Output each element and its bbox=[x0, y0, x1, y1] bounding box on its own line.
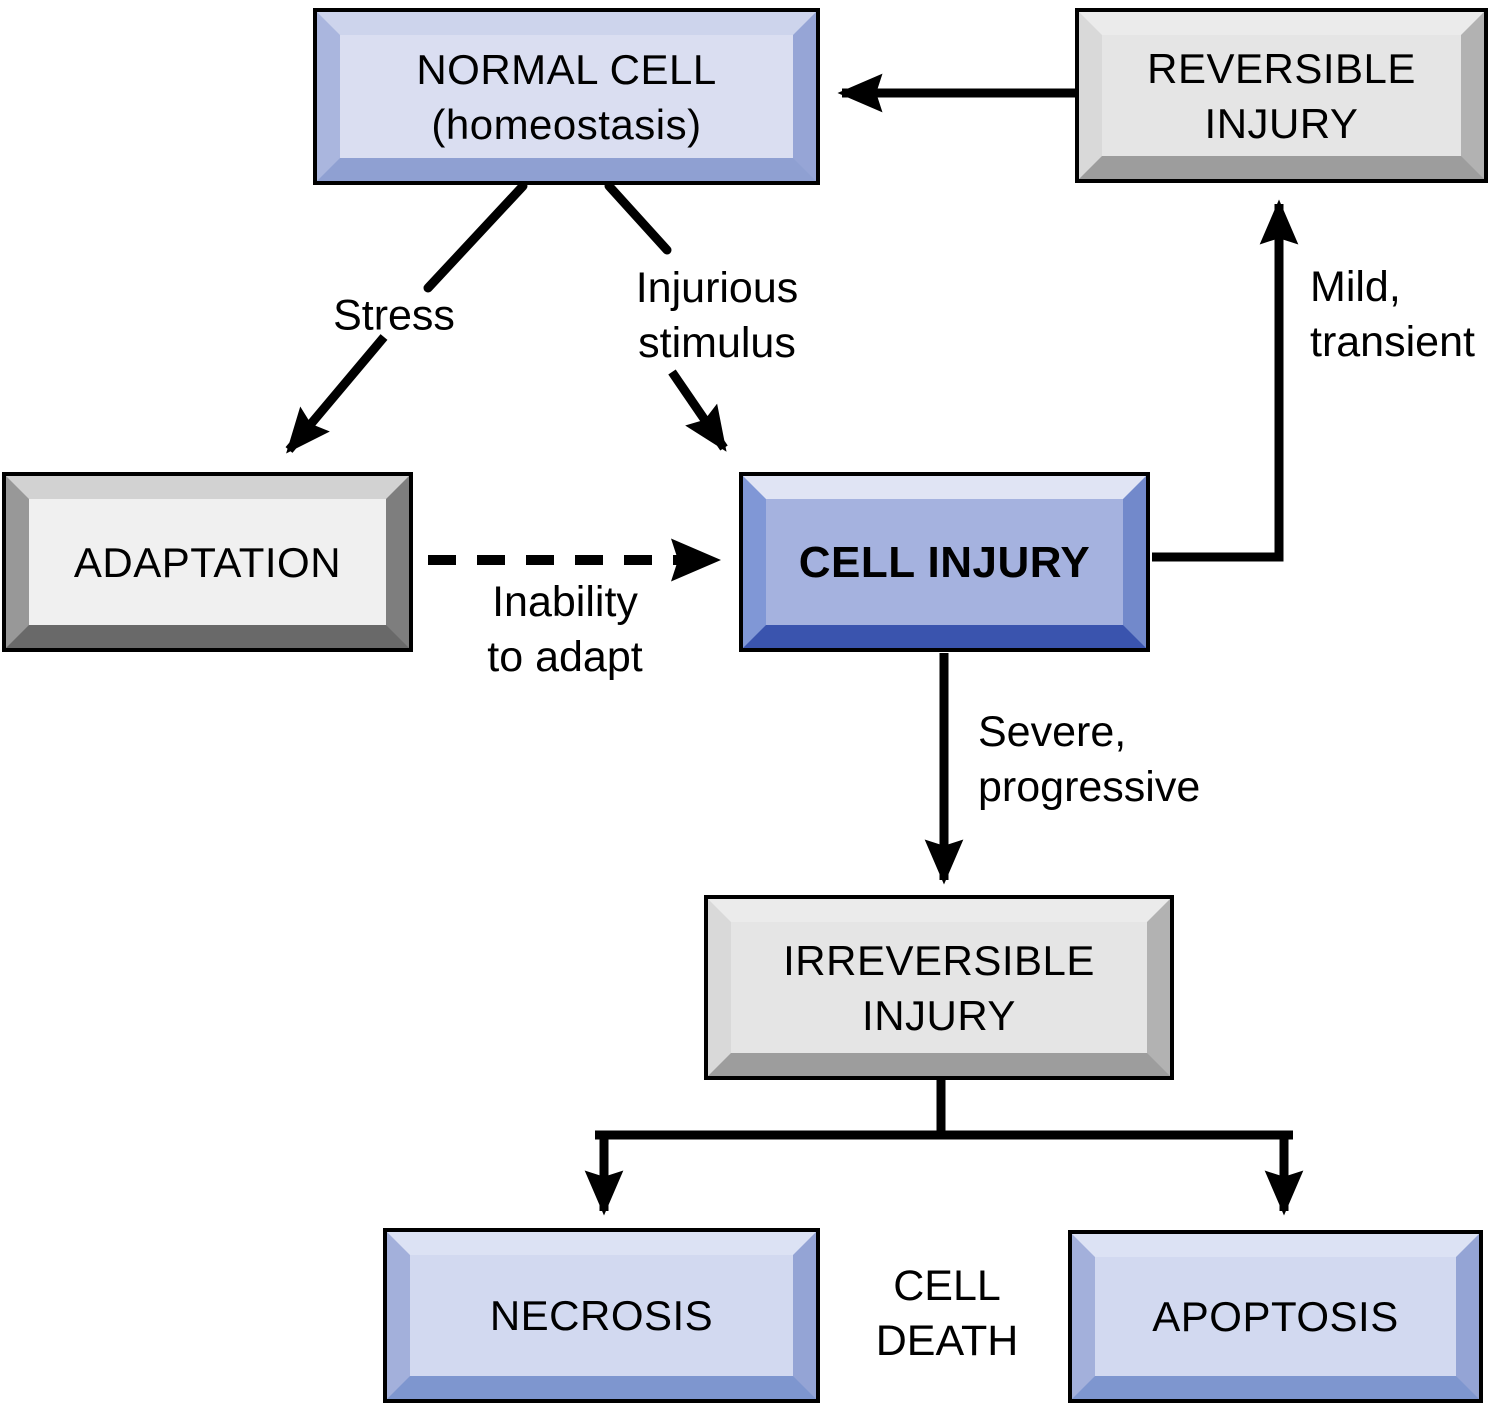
necrosis-label: NECROSIS bbox=[489, 1292, 714, 1339]
normal-cell-box: NORMAL CELL (homeostasis) bbox=[313, 8, 820, 185]
apoptosis-box: APOPTOSIS bbox=[1068, 1230, 1483, 1403]
mild-transient-label: Mild, transient bbox=[1310, 263, 1475, 366]
irreversible-injury-bevel: IRREVERSIBLE INJURY bbox=[708, 899, 1170, 1076]
arrow-injurious-upper-segment bbox=[604, 181, 672, 255]
severe-progressive-label: Severe, progressive bbox=[978, 708, 1201, 811]
cell-death-label: CELL DEATH bbox=[875, 1262, 1019, 1365]
necrosis-box: NECROSIS bbox=[383, 1228, 820, 1403]
normal-cell-label: NORMAL CELL (homeostasis) bbox=[416, 45, 717, 148]
adaptation-label: ADAPTATION bbox=[73, 538, 342, 586]
cell-injury-label: CELL INJURY bbox=[798, 537, 1091, 587]
injurious-stimulus-label: Injurious stimulus bbox=[635, 264, 799, 367]
reversible-injury-bevel: REVERSIBLE INJURY bbox=[1079, 12, 1484, 179]
necrosis-bevel: NECROSIS bbox=[387, 1232, 816, 1399]
cell-injury-box: CELL INJURY bbox=[739, 472, 1150, 652]
adaptation-bevel: ADAPTATION bbox=[6, 476, 409, 648]
reversible-injury-box: REVERSIBLE INJURY bbox=[1075, 8, 1488, 183]
inability-to-adapt-label: Inability to adapt bbox=[487, 578, 643, 681]
apoptosis-label: APOPTOSIS bbox=[1152, 1293, 1399, 1340]
apoptosis-bevel: APOPTOSIS bbox=[1072, 1234, 1479, 1399]
arrow-cellinjury-to-reversible bbox=[1152, 199, 1299, 562]
reversible-injury-label: REVERSIBLE INJURY bbox=[1147, 44, 1416, 147]
cell-injury-bevel: CELL INJURY bbox=[743, 476, 1146, 648]
normal-cell-bevel: NORMAL CELL (homeostasis) bbox=[317, 12, 816, 181]
adaptation-box: ADAPTATION bbox=[2, 472, 413, 652]
irreversible-injury-label: IRREVERSIBLE INJURY bbox=[783, 936, 1095, 1039]
arrow-stress-upper-segment bbox=[423, 181, 528, 293]
stress-label: Stress bbox=[333, 291, 455, 340]
irreversible-injury-box: IRREVERSIBLE INJURY bbox=[704, 895, 1174, 1080]
arrow-injurious-lower-segment bbox=[668, 369, 728, 452]
arrow-stress-lower-segment bbox=[285, 334, 388, 454]
